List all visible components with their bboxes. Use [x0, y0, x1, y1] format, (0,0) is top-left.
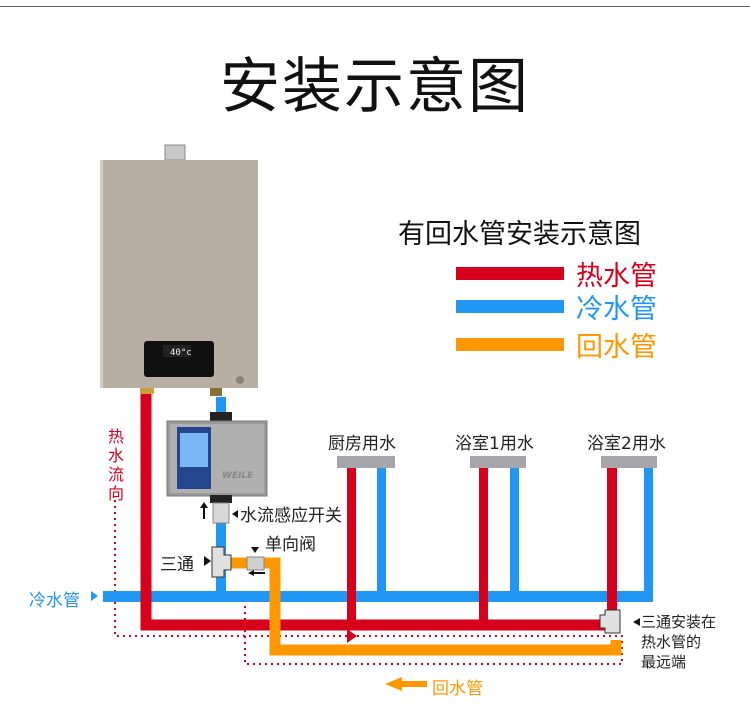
- tee-fitting-near: [211, 546, 232, 578]
- hot-flow-label: 热水流向: [107, 427, 124, 503]
- water-heater: [100, 144, 258, 396]
- top-divider: [0, 6, 750, 7]
- legend-item-cold: 冷水管: [456, 286, 657, 326]
- legend-swatch-cold: [456, 299, 564, 313]
- far-tee-note: 三通安装在 热水管的 最远端: [641, 612, 716, 672]
- fixture-bath1: [470, 456, 526, 624]
- return-pipe-label: 回水管: [432, 679, 483, 699]
- cold-pipe-heater-inlet: [216, 397, 226, 415]
- pump-brand: WEILE: [222, 471, 254, 481]
- far-tee-note-line: 三通安装在: [641, 613, 717, 631]
- return-arrow-shaft: [400, 681, 427, 687]
- hot-flow-dotted-path: [114, 500, 623, 665]
- valve-arrowhead: [248, 570, 254, 576]
- pointer-flow-switch-icon: [232, 510, 238, 518]
- return-arrow-head-icon: [385, 677, 402, 691]
- flow-switch-label: 水流感应开关: [240, 506, 342, 526]
- legend-label-return: 回水管: [576, 331, 657, 363]
- cold-pipe-main: [103, 591, 653, 602]
- legend-swatch-return: [456, 337, 564, 351]
- fixture-label-kitchen: 厨房用水: [328, 434, 396, 454]
- pointer-far-tee-icon: [633, 618, 640, 626]
- hot-pipe-main: [140, 390, 612, 631]
- pointer-check-valve-icon: [251, 547, 259, 553]
- legend-item-return: 回水管: [456, 324, 657, 364]
- diagram-subtitle: 有回水管安装示意图: [398, 219, 641, 250]
- fixture-label-bath1: 浴室1用水: [455, 434, 534, 454]
- fixture-kitchen: [337, 456, 395, 624]
- flow-arrow-right: [347, 629, 357, 643]
- fixture-bath2: [601, 456, 657, 598]
- cold-inlet-arrow-icon: [91, 591, 98, 601]
- far-tee-note-line: 热水管的: [641, 633, 702, 651]
- legend-label-hot: 热水管: [576, 260, 657, 292]
- flow-arrowhead: [200, 502, 208, 508]
- circulation-pump: [166, 412, 268, 524]
- tee-fitting-far: [599, 609, 621, 634]
- fixture-label-bath2: 浴室2用水: [587, 434, 666, 454]
- heater-display-temp: 40°c: [170, 348, 192, 358]
- legend-label-cold: 冷水管: [576, 293, 657, 325]
- legend-swatch-hot: [456, 266, 564, 280]
- legend-item-hot: 热水管: [456, 253, 657, 293]
- page-title: 安装示意图: [220, 52, 530, 122]
- check-valve-label: 单向阀: [265, 535, 316, 555]
- pointer-tee-icon: [204, 556, 211, 566]
- hot-pipe-far-riser: [607, 462, 617, 622]
- cold-inlet-label: 冷水管: [29, 591, 80, 611]
- check-valve: [246, 556, 265, 571]
- tee-label: 三通: [160, 555, 194, 575]
- far-tee-note-line: 最远端: [641, 653, 687, 671]
